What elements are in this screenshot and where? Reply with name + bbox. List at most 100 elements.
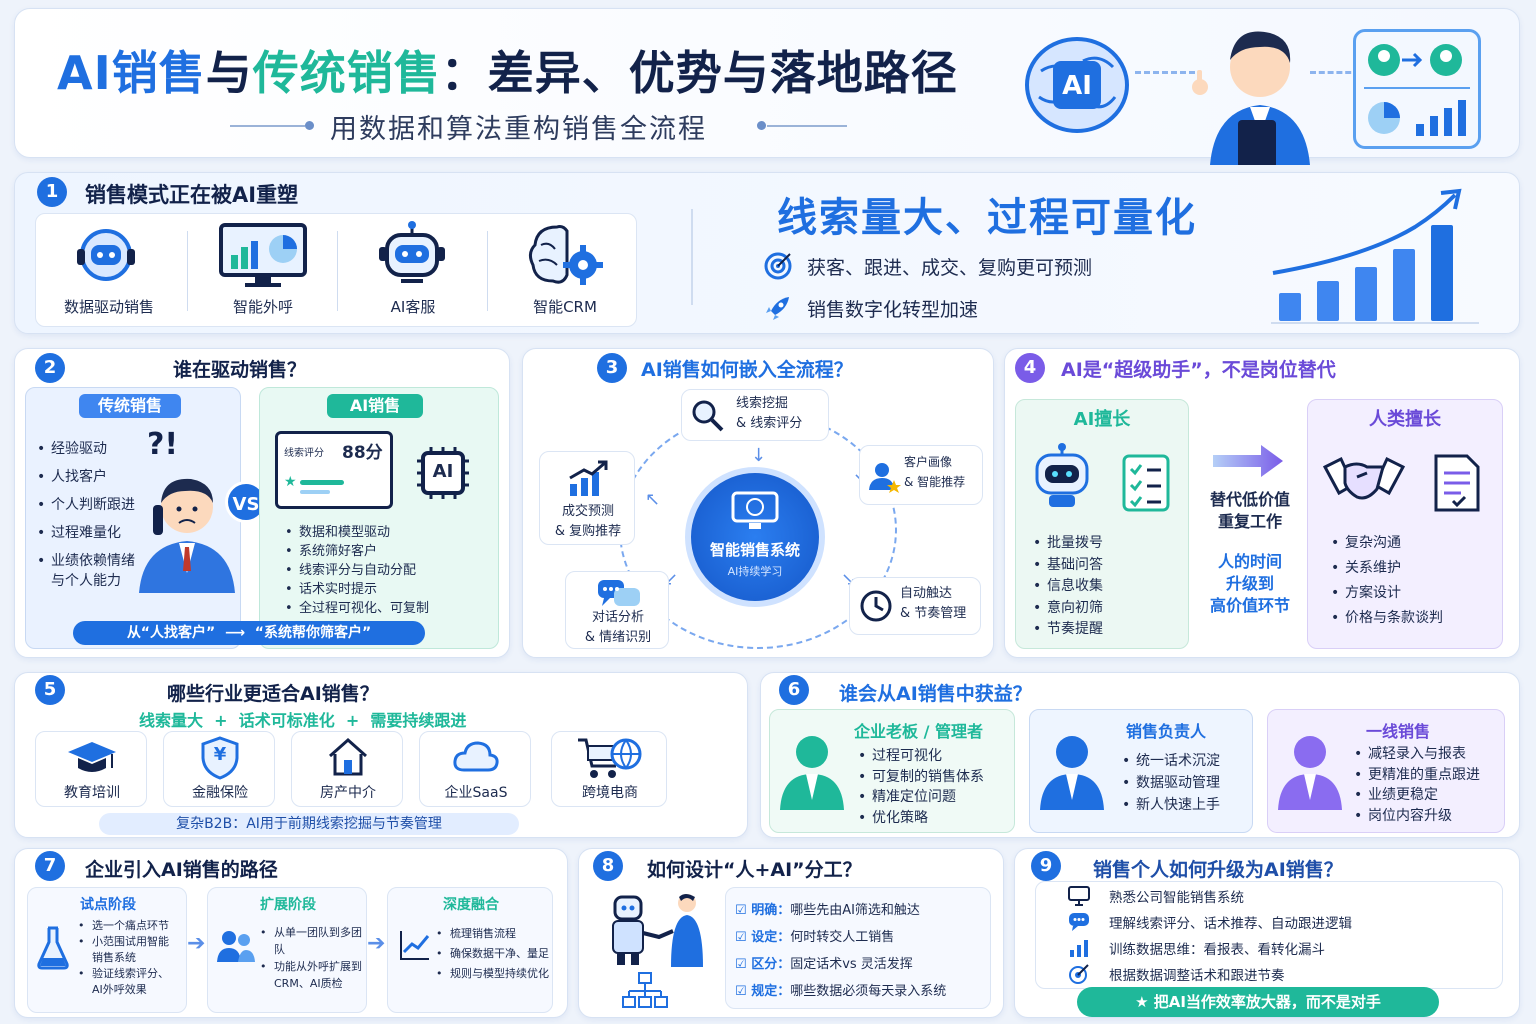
industry-card-saas[interactable]: 企业SaaS xyxy=(419,731,531,807)
node-lead-mining-label: 线索挖掘 & 线索评分 xyxy=(736,396,803,431)
trad-item: 个人判断跟进 xyxy=(37,491,157,519)
rocket-icon xyxy=(763,293,793,327)
question-marks: ?! xyxy=(147,427,179,462)
title-rest: ：差异、优势与落地路径 xyxy=(440,46,958,100)
section-9-card: 9 销售个人如何升级为AI销售？ 熟悉公司智能销售系统 理解线索评分、话术推荐、… xyxy=(1014,848,1520,1018)
division-row: ☑ 规定：哪些数据必须每天录入系统 xyxy=(735,978,946,1005)
title-ai-sales: AI销售 xyxy=(57,46,206,100)
stage-expand-head: 扩展阶段 xyxy=(260,897,316,913)
house-icon xyxy=(326,736,370,782)
complex-b2b-note: 复杂B2B：AI用于前期线索挖掘与节奏管理 xyxy=(99,813,519,835)
ai-badge-text: AI xyxy=(1062,71,1092,101)
division-key: 规定： xyxy=(751,984,791,999)
ai-item: 话术实时提示 xyxy=(285,580,495,599)
trend-line-icon xyxy=(398,928,432,966)
tool-label-smart-crm: 智能CRM xyxy=(533,298,597,316)
section-1-headline: 线索量大、过程可量化 xyxy=(777,195,1197,241)
upgrade-item: 训练数据思维：看报表、看转化漏斗 xyxy=(1109,942,1325,958)
node-deal-prediction: 成交预测 & 复购推荐 xyxy=(539,451,635,545)
monitor-icon xyxy=(1067,885,1091,911)
ai-strengths-list: 批量拨号 基础问答 信息收集 意向初筛 节奏提醒 xyxy=(1033,533,1103,641)
tool-divider-3 xyxy=(487,231,488,311)
section-6-card: 6 谁会从AI销售中获益？ 企业老板 / 管理者 过程可视化 可复制的销售体系 … xyxy=(760,672,1520,838)
industry-card-education[interactable]: 教育培训 xyxy=(35,731,147,807)
upgrade-list-panel xyxy=(1035,881,1503,989)
checklist-icon xyxy=(1121,453,1171,517)
human-strengths-head: 人类擅长 xyxy=(1369,409,1441,430)
section-3-title: AI销售如何嵌入全流程？ xyxy=(641,359,853,381)
ai-strength-item: 节奏提醒 xyxy=(1033,619,1103,641)
magnifier-icon xyxy=(690,398,726,438)
yen-glyph: ¥ xyxy=(213,744,227,765)
stage-item: 从单一团队到多团队 xyxy=(260,924,366,958)
section-1-card: 1 销售模式正在被AI重塑 数据驱动销售 智能外呼 AI客服 智能CRM 线索量… xyxy=(14,172,1520,334)
division-value: 哪些数据必须每天录入系统 xyxy=(790,984,947,999)
section-2-banner: 从“人找客户” ⟶ “系统帮你筛客户” xyxy=(73,621,425,645)
section-4-card: 4 AI是“超级助手”，不是岗位替代 AI擅长 批量拨号 基础问答 信息收集 意… xyxy=(1004,348,1520,658)
chat-icon xyxy=(1067,911,1091,937)
ai-strength-item: 基础问答 xyxy=(1033,555,1103,577)
page-subtitle: 用数据和算法重构销售全流程 xyxy=(330,114,707,145)
division-key: 设定： xyxy=(751,930,791,945)
upgrade-item: 熟悉公司智能销售系统 xyxy=(1109,890,1244,906)
industry-card-ecommerce[interactable]: 跨境电商 xyxy=(551,731,667,807)
ai-bot-icon xyxy=(1027,443,1097,513)
headset-bot-icon xyxy=(73,225,139,291)
tool-divider-1 xyxy=(187,231,188,311)
section-1-number: 1 xyxy=(37,177,67,207)
header-card: AI销售与传统销售：差异、优势与落地路径 用数据和算法重构销售全流程 AI xyxy=(14,8,1520,168)
businessman-illustration xyxy=(1190,15,1330,168)
section-8-title: 如何设计“人+AI”分工？ xyxy=(647,859,862,881)
upgrade-item: 理解线索评分、话术推荐、自动跟进逻辑 xyxy=(1109,916,1352,932)
section-2-number: 2 xyxy=(35,353,65,383)
sales-lead-head: 销售负责人 xyxy=(1126,722,1207,741)
page-title: AI销售与传统销售：差异、优势与落地路径 xyxy=(57,37,958,103)
division-key: 明确： xyxy=(751,903,791,918)
industry-card-realestate[interactable]: 房产中介 xyxy=(291,731,403,807)
ai-item: 数据和模型驱动 xyxy=(285,523,495,542)
node-customer-profile: 客户画像 & 智能推荐 xyxy=(859,445,983,505)
ai-brain-icon: AI xyxy=(1021,31,1133,139)
trend-chart-icon xyxy=(566,458,610,502)
sales-lead-item: 数据驱动管理 xyxy=(1122,772,1220,794)
subtitle-line-left xyxy=(230,125,305,127)
robot-icon xyxy=(377,221,447,295)
checkbox-icon: ☑ xyxy=(735,903,752,918)
human-strength-item: 方案设计 xyxy=(1331,581,1443,606)
flow-arrow-4: ↖ xyxy=(645,489,661,510)
division-key: 区分： xyxy=(751,957,791,972)
boss-item: 可复制的销售体系 xyxy=(858,767,984,788)
worried-salesman-icon xyxy=(135,463,239,597)
score-star-icon: ★ xyxy=(284,474,297,490)
stage-arrow-1: ➔ xyxy=(187,931,206,956)
checkbox-icon: ☑ xyxy=(735,984,752,999)
beneficiary-boss-card: 企业老板 / 管理者 过程可视化 可复制的销售体系 精准定位问题 优化策略 xyxy=(769,709,1015,833)
industry-label: 房产中介 xyxy=(320,785,376,801)
stage-pilot-head: 试点阶段 xyxy=(80,897,136,913)
human-robot-handshake-icon xyxy=(607,891,707,971)
star-icon: ★ xyxy=(1135,993,1154,1011)
tool-divider-2 xyxy=(337,231,338,311)
industry-card-finance[interactable]: ¥ 金融保险 xyxy=(163,731,275,807)
stage-integrate: 深度融合 梳理销售流程 确保数据干净、量足 规则与模型持续优化 xyxy=(387,887,553,1013)
trad-item: 人找客户 xyxy=(37,463,157,491)
section-8-number: 8 xyxy=(593,851,623,881)
bar-chart-icon xyxy=(1067,937,1091,963)
section-9-title: 销售个人如何升级为AI销售？ xyxy=(1093,859,1343,881)
title-traditional-sales: 传统销售 xyxy=(252,46,441,100)
target-icon xyxy=(763,251,793,285)
division-rules-panel xyxy=(725,887,991,1009)
hub-title: 智能销售系统 xyxy=(709,541,800,559)
section-6-number: 6 xyxy=(779,675,809,705)
human-time-upgrade: 人的时间 升级到 高价值环节 xyxy=(1209,552,1290,615)
section-4-title: AI是“超级助手”，不是岗位替代 xyxy=(1061,359,1336,381)
beneficiary-sales-lead-card: 销售负责人 统一话术沉淀 数据驱动管理 新人快速上手 xyxy=(1029,709,1253,833)
boss-item: 过程可视化 xyxy=(858,746,984,767)
boss-item: 精准定位问题 xyxy=(858,787,984,808)
section-5-title: 哪些行业更适合AI销售？ xyxy=(167,683,379,705)
ai-strength-item: 信息收集 xyxy=(1033,576,1103,598)
frontline-item: 岗位内容升级 xyxy=(1354,806,1480,827)
hub-subtitle: AI持续学习 xyxy=(727,565,783,578)
sales-lead-avatar-icon xyxy=(1038,730,1106,814)
node-conversation-label: 对话分析 & 情绪识别 xyxy=(584,610,652,645)
